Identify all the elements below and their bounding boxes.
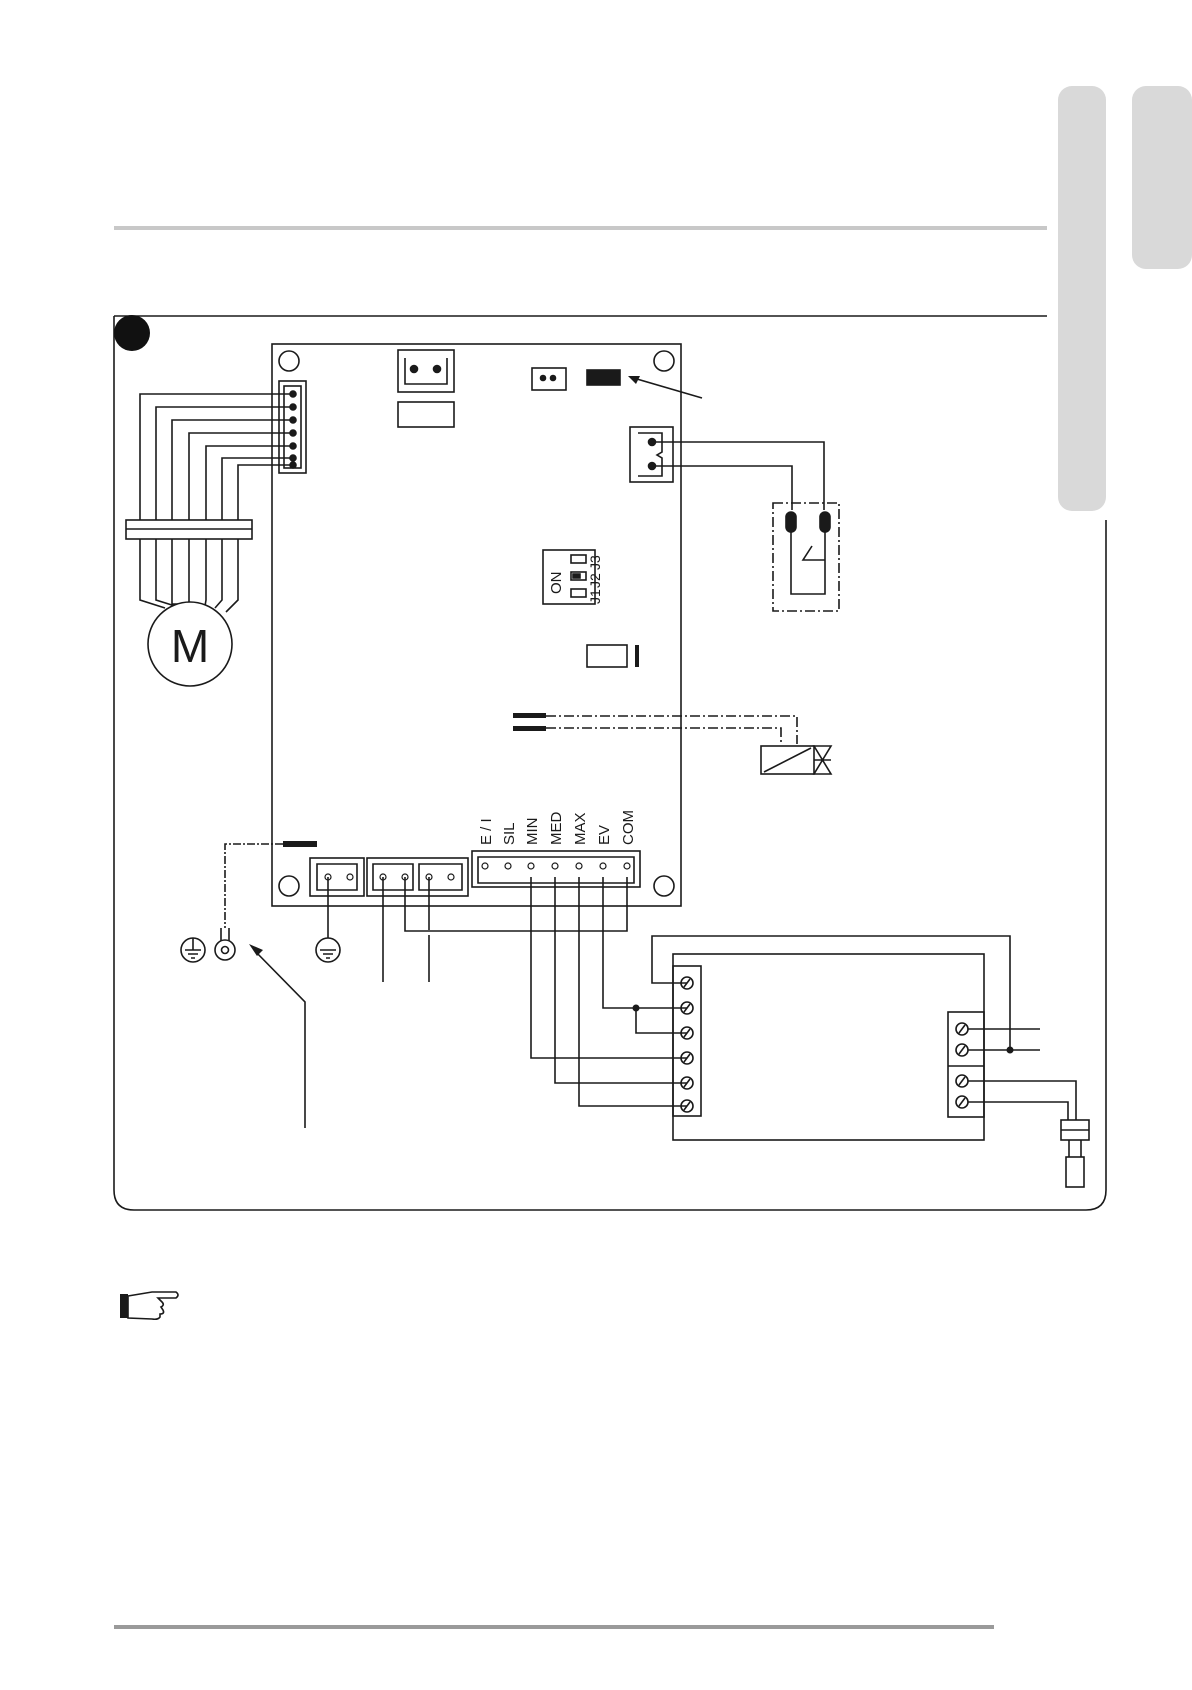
terminal-label-ev: EV: [596, 825, 613, 845]
figure-frame: [114, 316, 1106, 1210]
side-tab-right[interactable]: [1132, 86, 1192, 269]
probe-tab-1: [513, 713, 546, 718]
thermostat-connector: [630, 427, 673, 482]
motor-pins: [290, 391, 296, 468]
pin-ei: [482, 863, 488, 869]
pin-term-4: [448, 874, 454, 880]
motor-pin-4: [290, 430, 296, 436]
header-rule: [114, 226, 1047, 230]
dip-slot-1: [571, 555, 586, 563]
thermo-contact-2: [820, 512, 830, 532]
diagram: [114, 315, 1106, 1319]
ground-board-lines: [320, 950, 336, 958]
footer-rule: [114, 1625, 994, 1629]
motor-pin-5: [290, 443, 296, 449]
motor-pin-2: [290, 404, 296, 410]
ground-arrow-line: [254, 950, 305, 1128]
motor-pin-6: [290, 455, 296, 461]
terminal-label-ei: E / I: [478, 818, 495, 845]
probe-tab-2: [513, 726, 546, 731]
jumper-black: [587, 370, 620, 385]
sensor-probe-neck: [1069, 1140, 1081, 1157]
dip-slot-3: [571, 589, 586, 597]
terminal-block-inner: [478, 857, 634, 883]
power-pin-1: [411, 366, 418, 373]
motor-wires: [140, 394, 293, 612]
motor-label: M: [171, 620, 209, 672]
small-connector: [532, 368, 566, 390]
hand-cuff: [120, 1294, 128, 1318]
ring-terminal-icon: [215, 940, 235, 960]
mount-hole-tl: [279, 351, 299, 371]
ground-lines: [185, 938, 201, 958]
side-tab-left[interactable]: [1058, 86, 1106, 511]
small-pin-2: [551, 376, 556, 381]
terminal-label-min: MIN: [524, 818, 541, 846]
probe-wire-2: [546, 728, 781, 744]
dip-j3-label: J3: [587, 555, 603, 570]
mount-hole-tr: [654, 351, 674, 371]
wire-max: [579, 877, 687, 1106]
terminal-label-med: MED: [548, 812, 565, 846]
relay-block: [587, 645, 627, 667]
motor-wire-3: [172, 420, 293, 604]
mount-hole-br: [654, 876, 674, 896]
thermo-wire-1: [652, 442, 824, 510]
pointing-hand-icon: [120, 1292, 178, 1319]
black-circle-badge: [114, 315, 150, 351]
pin-sil: [505, 863, 511, 869]
terminal-label-max: MAX: [572, 812, 589, 845]
dip-j1-label: J1: [587, 589, 603, 604]
relay-bar: [635, 645, 639, 667]
wire-med: [555, 877, 687, 1083]
sensor-probe: [1066, 1157, 1084, 1187]
ground-lead: [225, 844, 283, 928]
pin-earth-2: [347, 874, 353, 880]
terminal-connector-shape-1: [373, 864, 413, 890]
wire-ev-branch: [636, 1008, 687, 1033]
solenoid-diagonal: [764, 748, 811, 772]
pin-med: [552, 863, 558, 869]
pin-com: [624, 863, 630, 869]
junction-ev: [633, 1005, 640, 1012]
pin-min: [528, 863, 534, 869]
control-box: [673, 954, 984, 1140]
dip-j2-label: J2: [587, 573, 603, 588]
ground-tab: [283, 841, 317, 847]
small-pin-1: [541, 376, 546, 381]
pin-ev: [600, 863, 606, 869]
terminal-label-sil: SIL: [501, 822, 518, 845]
control-screws: [681, 977, 693, 1112]
ctrl-screw-slots: [684, 979, 690, 1110]
motor-pin-3: [290, 417, 296, 423]
jumper-arrow: [630, 377, 702, 398]
earth-connector-shape: [317, 864, 357, 890]
probe-wire-1: [546, 716, 797, 744]
motor-pin-7: [290, 462, 296, 468]
lead-b: [405, 877, 627, 931]
ring-hole: [222, 947, 229, 954]
dip-slot-2-on: [573, 574, 580, 578]
solenoid-valve-icon: [814, 746, 831, 774]
ground-arrow-head: [249, 944, 263, 956]
dip-on-label: ON: [548, 572, 565, 595]
fuse-block: [398, 402, 454, 427]
motor-wire-1: [140, 394, 293, 608]
terminal-label-com: COM: [620, 810, 637, 845]
mount-hole-bl: [279, 876, 299, 896]
ring-neck: [221, 928, 229, 941]
wire-ev: [603, 877, 687, 1008]
power-connector: [398, 350, 454, 392]
motor-pin-1: [290, 391, 296, 397]
pin-max: [576, 863, 582, 869]
wire-top-loop: [652, 936, 1010, 1050]
hand-body: [128, 1292, 178, 1319]
ground-icon: [181, 938, 205, 962]
thermo-switch: [791, 532, 825, 594]
thermo-contact-1: [786, 512, 796, 532]
power-pin-2: [434, 366, 441, 373]
